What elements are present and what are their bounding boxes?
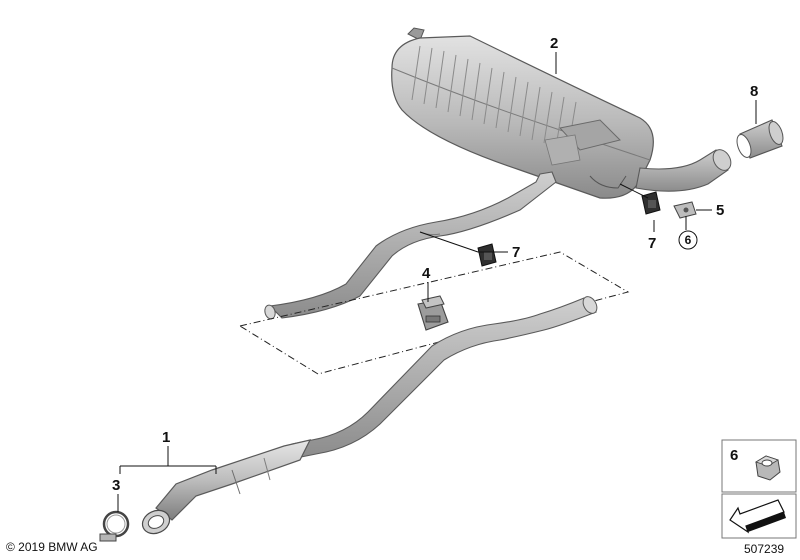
rubber-mount-right	[641, 191, 661, 215]
leader-lines	[117, 52, 757, 512]
callout-part-7-left: 7	[512, 244, 520, 261]
tailpipe-trim	[736, 119, 784, 159]
mounting-bracket	[673, 201, 697, 219]
tail-pipe	[635, 149, 732, 192]
rear-muffler	[391, 27, 654, 199]
front-pipe-catalytic-converter	[141, 296, 598, 535]
clamp-sleeve	[417, 295, 449, 331]
callout-part-5: 5	[716, 202, 724, 219]
callout-part-7-right: 7	[648, 235, 656, 252]
legend-callout-6: 6	[730, 447, 738, 464]
legend-panel: 6	[721, 439, 797, 539]
callout-part-6-circle	[678, 230, 698, 250]
callout-part-6: 6	[685, 233, 692, 247]
callout-part-2: 2	[550, 35, 558, 52]
hex-nut-icon	[755, 455, 781, 481]
callout-part-1: 1	[162, 429, 170, 446]
rear-section-pipe	[264, 171, 557, 320]
direction-arrow-icon	[729, 499, 786, 534]
callout-part-3: 3	[112, 477, 120, 494]
assembly-boundary	[238, 251, 630, 375]
callout-part-8: 8	[750, 83, 758, 100]
copyright-notice: © 2019 BMW AG	[6, 540, 98, 554]
callout-part-4: 4	[422, 265, 431, 282]
pipe-clamp	[99, 510, 130, 542]
diagram-number: 507239	[744, 542, 785, 556]
rubber-mount-left	[477, 243, 497, 267]
